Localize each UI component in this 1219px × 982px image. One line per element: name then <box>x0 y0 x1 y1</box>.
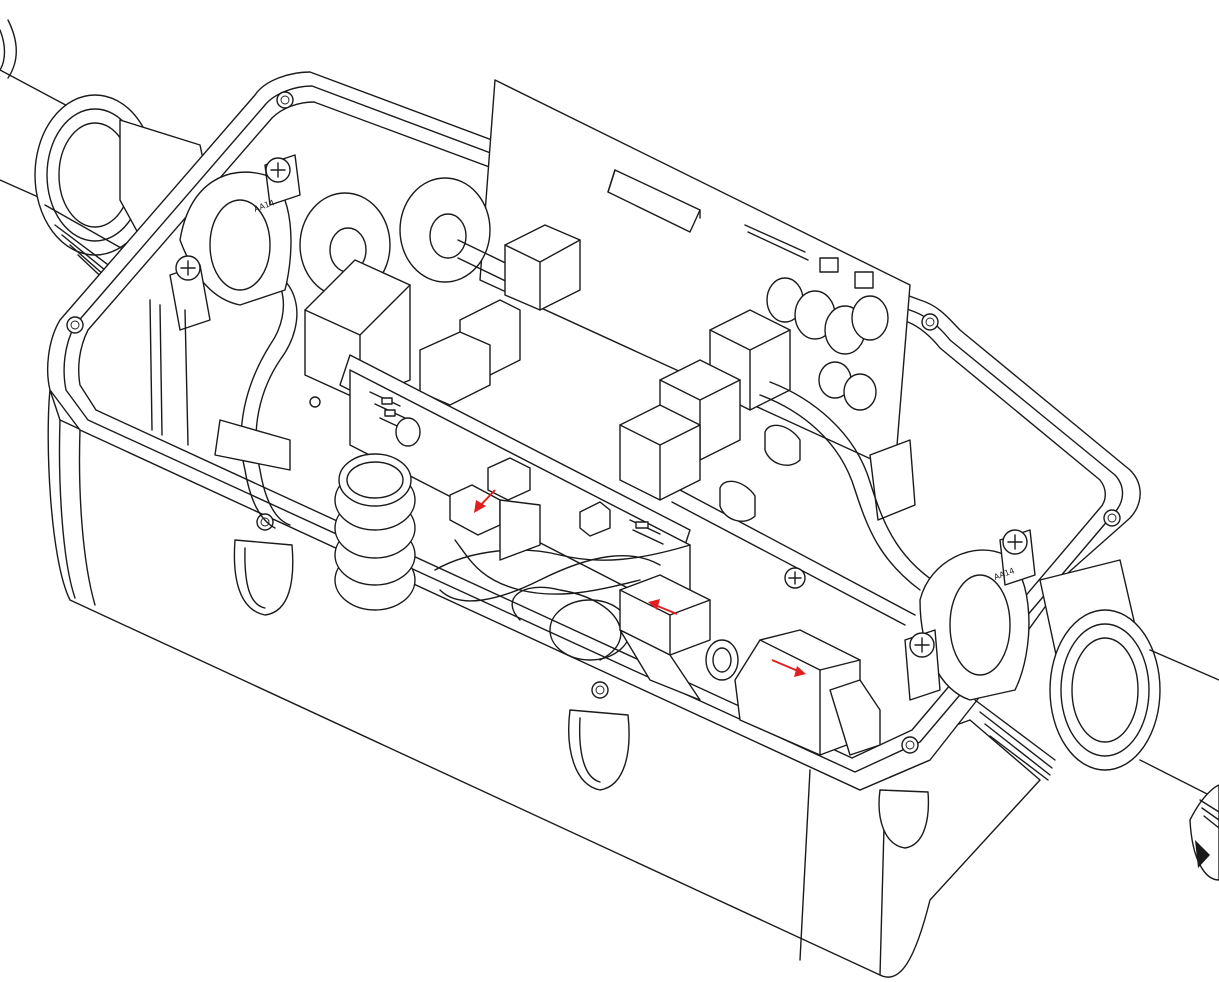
capacitor-stack <box>334 453 416 611</box>
screw-right-upper <box>1002 529 1028 555</box>
screw-center <box>784 567 806 589</box>
screw-left-upper <box>265 157 291 183</box>
arrow-main-right-connector <box>771 659 806 677</box>
connector-main-left <box>619 574 739 701</box>
right-cable <box>1139 649 1219 881</box>
arrow-main-left-connector <box>648 599 678 615</box>
screw-left-lower <box>175 255 201 281</box>
toroid-coils <box>299 177 521 298</box>
connector-main-right <box>734 629 881 756</box>
right-cable-gland <box>974 559 1161 781</box>
direction-arrows <box>474 489 806 677</box>
pcb-board <box>479 79 911 471</box>
capacitor-group <box>766 277 889 411</box>
mounting-posts <box>149 299 291 471</box>
wire-clips <box>719 424 801 522</box>
screw-right-lower <box>909 632 935 658</box>
arrow-small-connector <box>474 489 496 513</box>
